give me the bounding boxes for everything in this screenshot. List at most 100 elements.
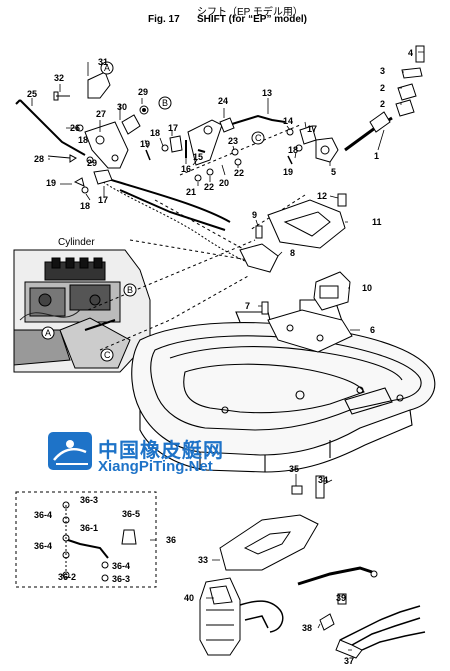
part-14-washer — [286, 128, 294, 136]
part-36-1-rod — [67, 539, 109, 559]
part-label-28: 28 — [34, 154, 44, 164]
part-label-36-4-a: 36-4 — [34, 510, 52, 520]
part-label-37: 37 — [344, 656, 354, 666]
part-label-18-a: 18 — [78, 135, 88, 145]
part-label-19-d: 19 — [283, 167, 293, 177]
part-25-shift-rod — [19, 99, 86, 156]
part-label-19-c: 19 — [140, 139, 150, 149]
part-label-26: 26 — [70, 123, 80, 133]
part-label-4: 4 — [408, 48, 413, 58]
part-label-23: 23 — [228, 136, 238, 146]
part-24-link-end — [219, 117, 235, 133]
part-37-harness — [339, 605, 426, 651]
cylinder-inset — [13, 249, 151, 373]
part-15-pin — [197, 149, 206, 153]
part-label-16: 16 — [181, 164, 191, 174]
part-label-2-a: 2 — [380, 83, 385, 93]
part-label-25: 25 — [27, 89, 37, 99]
watermark-logo — [48, 432, 92, 470]
part-label-36-3-b: 36-3 — [112, 574, 130, 584]
shift-cables — [87, 124, 306, 351]
part-label-6: 6 — [370, 325, 375, 335]
part-19-clip-d — [287, 155, 293, 165]
part-40-remote-control — [199, 577, 241, 656]
figure-label: Fig. 17 — [148, 14, 180, 25]
part-label-40: 40 — [184, 593, 194, 603]
part-36-3-nut-b — [101, 574, 109, 582]
part-label-17-c: 17 — [168, 123, 178, 133]
part-12-bolt — [337, 193, 347, 207]
part-39-clip — [337, 593, 347, 605]
part-label-1: 1 — [374, 151, 379, 161]
part-label-36-3-a: 36-3 — [80, 495, 98, 505]
part-13-link-rod — [231, 114, 286, 125]
part-22-washer-b — [234, 158, 242, 166]
callout-b-inset: B — [127, 285, 133, 295]
part-label-36-2: 36-2 — [58, 572, 76, 582]
part-label-2-b: 2 — [380, 99, 385, 109]
part-label-22-b: 22 — [234, 168, 244, 178]
part-36-4-washer-c — [101, 561, 109, 569]
part-33-cover — [219, 514, 319, 571]
part-label-36: 36 — [166, 535, 176, 545]
watermark-url: XiangPiTing.Net — [98, 458, 213, 475]
part-label-14: 14 — [283, 116, 293, 126]
callout-a-top: A — [104, 63, 110, 73]
part-17-joint — [93, 169, 113, 185]
part-label-17-a: 17 — [98, 195, 108, 205]
watermark-chinese: 中国橡皮艇网 — [98, 438, 224, 462]
part-label-15: 15 — [193, 152, 203, 162]
part-label-10: 10 — [362, 283, 372, 293]
part-label-38: 38 — [302, 623, 312, 633]
part-8-stay — [239, 243, 279, 273]
part-label-36-5: 36-5 — [122, 509, 140, 519]
part-numbers: 31 32 25 27 30 29 26 18 28 29 19 18 17 1… — [27, 48, 413, 666]
part-label-17-d: 17 — [307, 124, 317, 134]
part-34-bolt — [315, 475, 325, 499]
part-19-clip-c — [145, 149, 151, 161]
part-2-clamp-a — [397, 83, 417, 101]
callout-c-top: C — [255, 133, 262, 143]
part-label-13: 13 — [262, 88, 272, 98]
part-label-36-4-c: 36-4 — [112, 561, 130, 571]
part-label-18-d: 18 — [288, 145, 298, 155]
part-38-clamp — [319, 613, 335, 631]
part-label-18-c: 18 — [150, 128, 160, 138]
part-29-washer-b — [86, 156, 94, 164]
part-20-arm — [187, 119, 223, 166]
part-label-39: 39 — [336, 593, 346, 603]
part-label-34: 34 — [318, 475, 328, 485]
part-label-5: 5 — [331, 167, 336, 177]
part-7-bolt — [261, 301, 269, 315]
part-6-bracket — [267, 309, 353, 353]
title-japanese: シフト（EP モデル用） — [197, 7, 303, 18]
part-36-kit-box — [15, 491, 157, 588]
part-label-30: 30 — [117, 102, 127, 112]
part-31-bracket — [87, 71, 111, 99]
bottom-cowling — [131, 299, 436, 473]
part-label-12: 12 — [317, 191, 327, 201]
part-21-washer — [194, 174, 202, 182]
part-label-29-b: 29 — [87, 158, 97, 168]
part-3-plate — [401, 67, 423, 79]
part-17-joint-c — [169, 135, 183, 153]
part-label-31: 31 — [98, 57, 108, 67]
inset-label-cylinder: Cylinder — [58, 237, 95, 248]
part-label-19-a: 19 — [46, 178, 56, 188]
part-label-36-4-b: 36-4 — [34, 541, 52, 551]
part-label-11: 11 — [372, 217, 382, 227]
part-label-32: 32 — [54, 73, 64, 83]
part-4-bolt — [415, 45, 425, 63]
part-11-bracket — [267, 199, 346, 249]
part-18-washer — [81, 186, 89, 194]
part-label-20: 20 — [219, 178, 229, 188]
part-label-36-1: 36-1 — [80, 523, 98, 533]
part-33-cable — [297, 566, 373, 586]
part-32-bolt — [53, 91, 70, 101]
part-18-washer-d — [295, 144, 303, 152]
part-label-8: 8 — [290, 248, 295, 258]
part-label-29-a: 29 — [138, 87, 148, 97]
callout-b-top: B — [162, 98, 168, 108]
part-2-clamp-b — [395, 99, 415, 117]
part-9-bolt — [255, 225, 263, 239]
